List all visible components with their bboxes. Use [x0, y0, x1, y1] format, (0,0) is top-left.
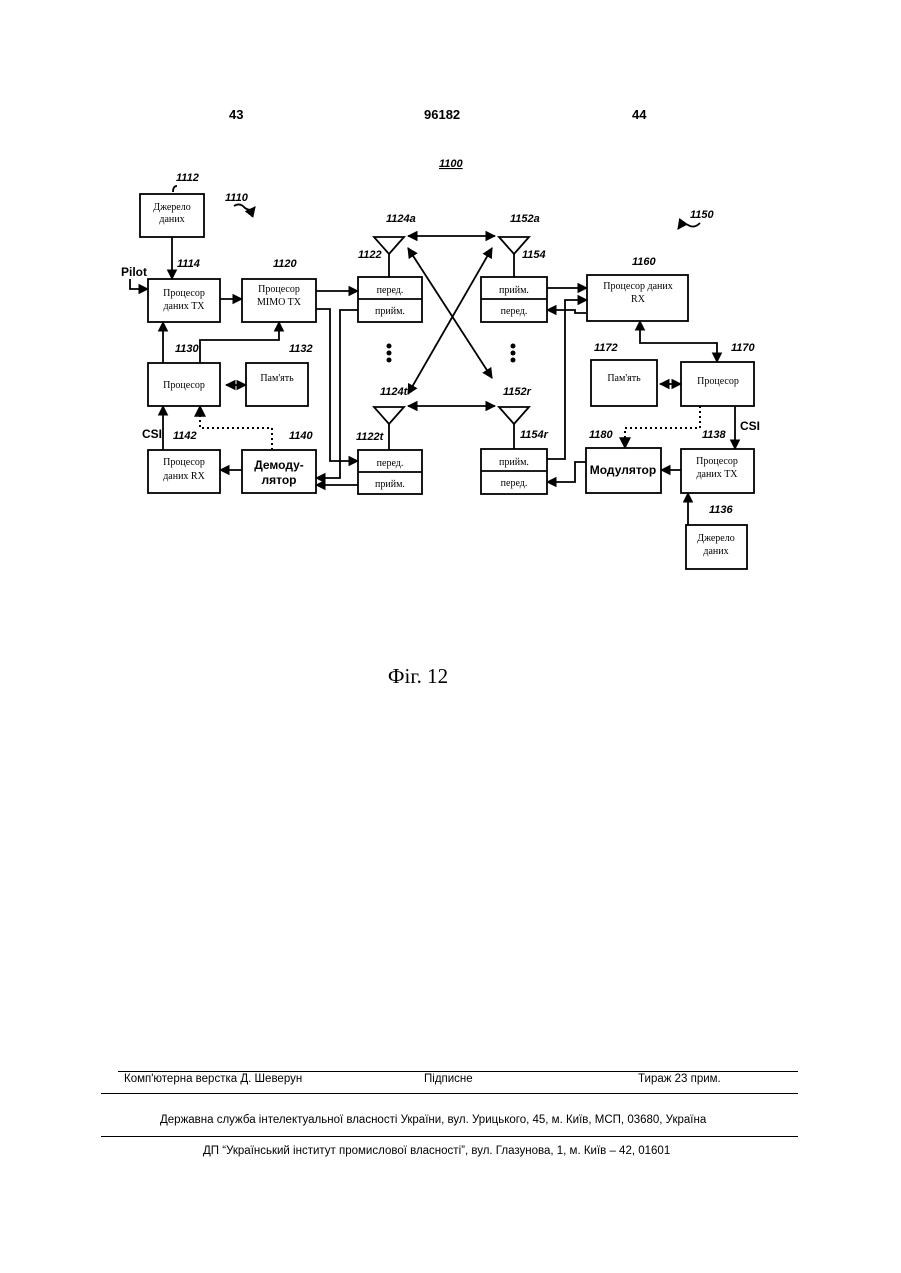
ref-1132: 1132: [289, 343, 313, 355]
rx-data-processor-1160: Процесор даних RX: [587, 275, 688, 321]
svg-text:перед.: перед.: [377, 285, 404, 296]
ref-1124t: 1124t: [380, 386, 409, 398]
footer-rule-bottom: [101, 1136, 798, 1137]
svg-text:Пам'ять: Пам'ять: [260, 373, 294, 384]
ref-1152r: 1152r: [503, 386, 532, 398]
system-ref: 1100: [439, 158, 464, 170]
ref-1114: 1114: [177, 258, 200, 270]
rx-station-ref: 1150: [690, 209, 715, 221]
processor-1130: Процесор: [148, 363, 220, 406]
data-source-1136: Джерело даних: [686, 525, 747, 569]
ref-1152a: 1152a: [510, 213, 540, 225]
antenna-1124t-icon: [374, 407, 404, 450]
ref-1130: 1130: [175, 343, 200, 355]
processor-1170: Процесор: [681, 362, 754, 406]
svg-text:Модулятор: Модулятор: [590, 463, 656, 477]
ref-1112: 1112: [176, 172, 199, 184]
transceiver-1122a: перед. прийм.: [358, 277, 422, 322]
footer-signed: Підписне: [424, 1073, 473, 1085]
svg-text:перед.: перед.: [501, 306, 528, 317]
svg-text:MIMO TX: MIMO TX: [257, 297, 302, 308]
svg-text:даних RX: даних RX: [163, 471, 205, 482]
rx-station-pointer: [678, 223, 700, 229]
svg-text:лятор: лятор: [261, 473, 296, 487]
footer-office-address: Державна служба інтелектуальної власност…: [160, 1114, 706, 1126]
ref-1142: 1142: [173, 430, 197, 442]
svg-text:даних: даних: [159, 214, 184, 225]
footer-circulation: Тираж 23 прим.: [638, 1073, 721, 1085]
svg-text:даних TX: даних TX: [163, 301, 205, 312]
ref-1136: 1136: [709, 504, 734, 516]
modulator-1180: Модулятор: [586, 448, 661, 493]
data-source-1112: Джерело даних: [140, 194, 204, 237]
memory-1172: Пам'ять: [591, 360, 657, 406]
csi-label-tx: CSI: [142, 427, 162, 441]
svg-text:Процесор: Процесор: [696, 456, 738, 467]
svg-text:прийм.: прийм.: [499, 457, 529, 468]
ref-1122: 1122: [358, 249, 382, 261]
ref-1140: 1140: [289, 430, 314, 442]
svg-text:Процесор: Процесор: [163, 457, 205, 468]
mimo-tx-processor-1120: Процесор MIMO TX: [242, 279, 316, 322]
block-diagram: 1100 1110 1150 Джерело даних 1112 Процес…: [0, 0, 901, 620]
rx-data-processor-1142: Процесор даних RX: [148, 450, 220, 493]
tx-data-processor-1138: Процесор даних TX: [681, 449, 754, 493]
footer-rule-middle: [101, 1093, 798, 1094]
transceiver-1154a: прийм. перед.: [481, 277, 547, 322]
ref-1160: 1160: [632, 256, 657, 268]
svg-text:перед.: перед.: [501, 478, 528, 489]
svg-text:Демоду-: Демоду-: [254, 458, 304, 472]
svg-text:Процесор: Процесор: [163, 288, 205, 299]
figure-caption: Фіг. 12: [0, 664, 836, 689]
tx-station-ref: 1110: [225, 192, 249, 204]
ref-1154r: 1154r: [520, 429, 549, 441]
svg-text:Джерело: Джерело: [153, 202, 190, 213]
svg-text:прийм.: прийм.: [499, 285, 529, 296]
svg-text:Процесор: Процесор: [163, 380, 205, 391]
svg-text:прийм.: прийм.: [375, 306, 405, 317]
ref-1120: 1120: [273, 258, 298, 270]
ref-1172: 1172: [594, 342, 618, 354]
ref-1124a: 1124a: [386, 213, 416, 225]
svg-text:Джерело: Джерело: [697, 533, 734, 544]
ref-1112-leader: [173, 186, 177, 192]
ref-1180: 1180: [589, 429, 614, 441]
svg-text:прийм.: прийм.: [375, 479, 405, 490]
memory-1132: Пам'ять: [246, 363, 308, 406]
svg-text:Процесор: Процесор: [258, 284, 300, 295]
footer-layout-credit: Комп'ютерна верстка Д. Шеверун: [124, 1073, 302, 1085]
footer-institute-address: ДП “Український інститут промислової вла…: [203, 1145, 670, 1157]
svg-text:RX: RX: [631, 294, 646, 305]
svg-text:даних: даних: [703, 546, 728, 557]
svg-text:даних TX: даних TX: [696, 469, 738, 480]
pilot-label: Pilot: [121, 265, 147, 279]
footer-rule-top: [118, 1071, 798, 1072]
svg-text:Процесор даних: Процесор даних: [603, 281, 672, 292]
svg-text:Пам'ять: Пам'ять: [607, 373, 641, 384]
ref-1154: 1154: [522, 249, 546, 261]
ref-1122t: 1122t: [356, 431, 385, 443]
transceiver-1154r: прийм. перед.: [481, 449, 547, 494]
tx-data-processor-1114: Процесор даних TX: [148, 279, 220, 322]
transceiver-1122t: перед. прийм.: [358, 450, 422, 494]
svg-text:перед.: перед.: [377, 458, 404, 469]
antenna-1152r-icon: [499, 407, 529, 449]
svg-text:Процесор: Процесор: [697, 376, 739, 387]
tx-station-pointer: [234, 204, 255, 209]
csi-label-rx: CSI: [740, 419, 760, 433]
ref-1138: 1138: [702, 429, 727, 441]
demodulator-1140: Демоду- лятор: [242, 450, 316, 493]
ref-1170: 1170: [731, 342, 756, 354]
